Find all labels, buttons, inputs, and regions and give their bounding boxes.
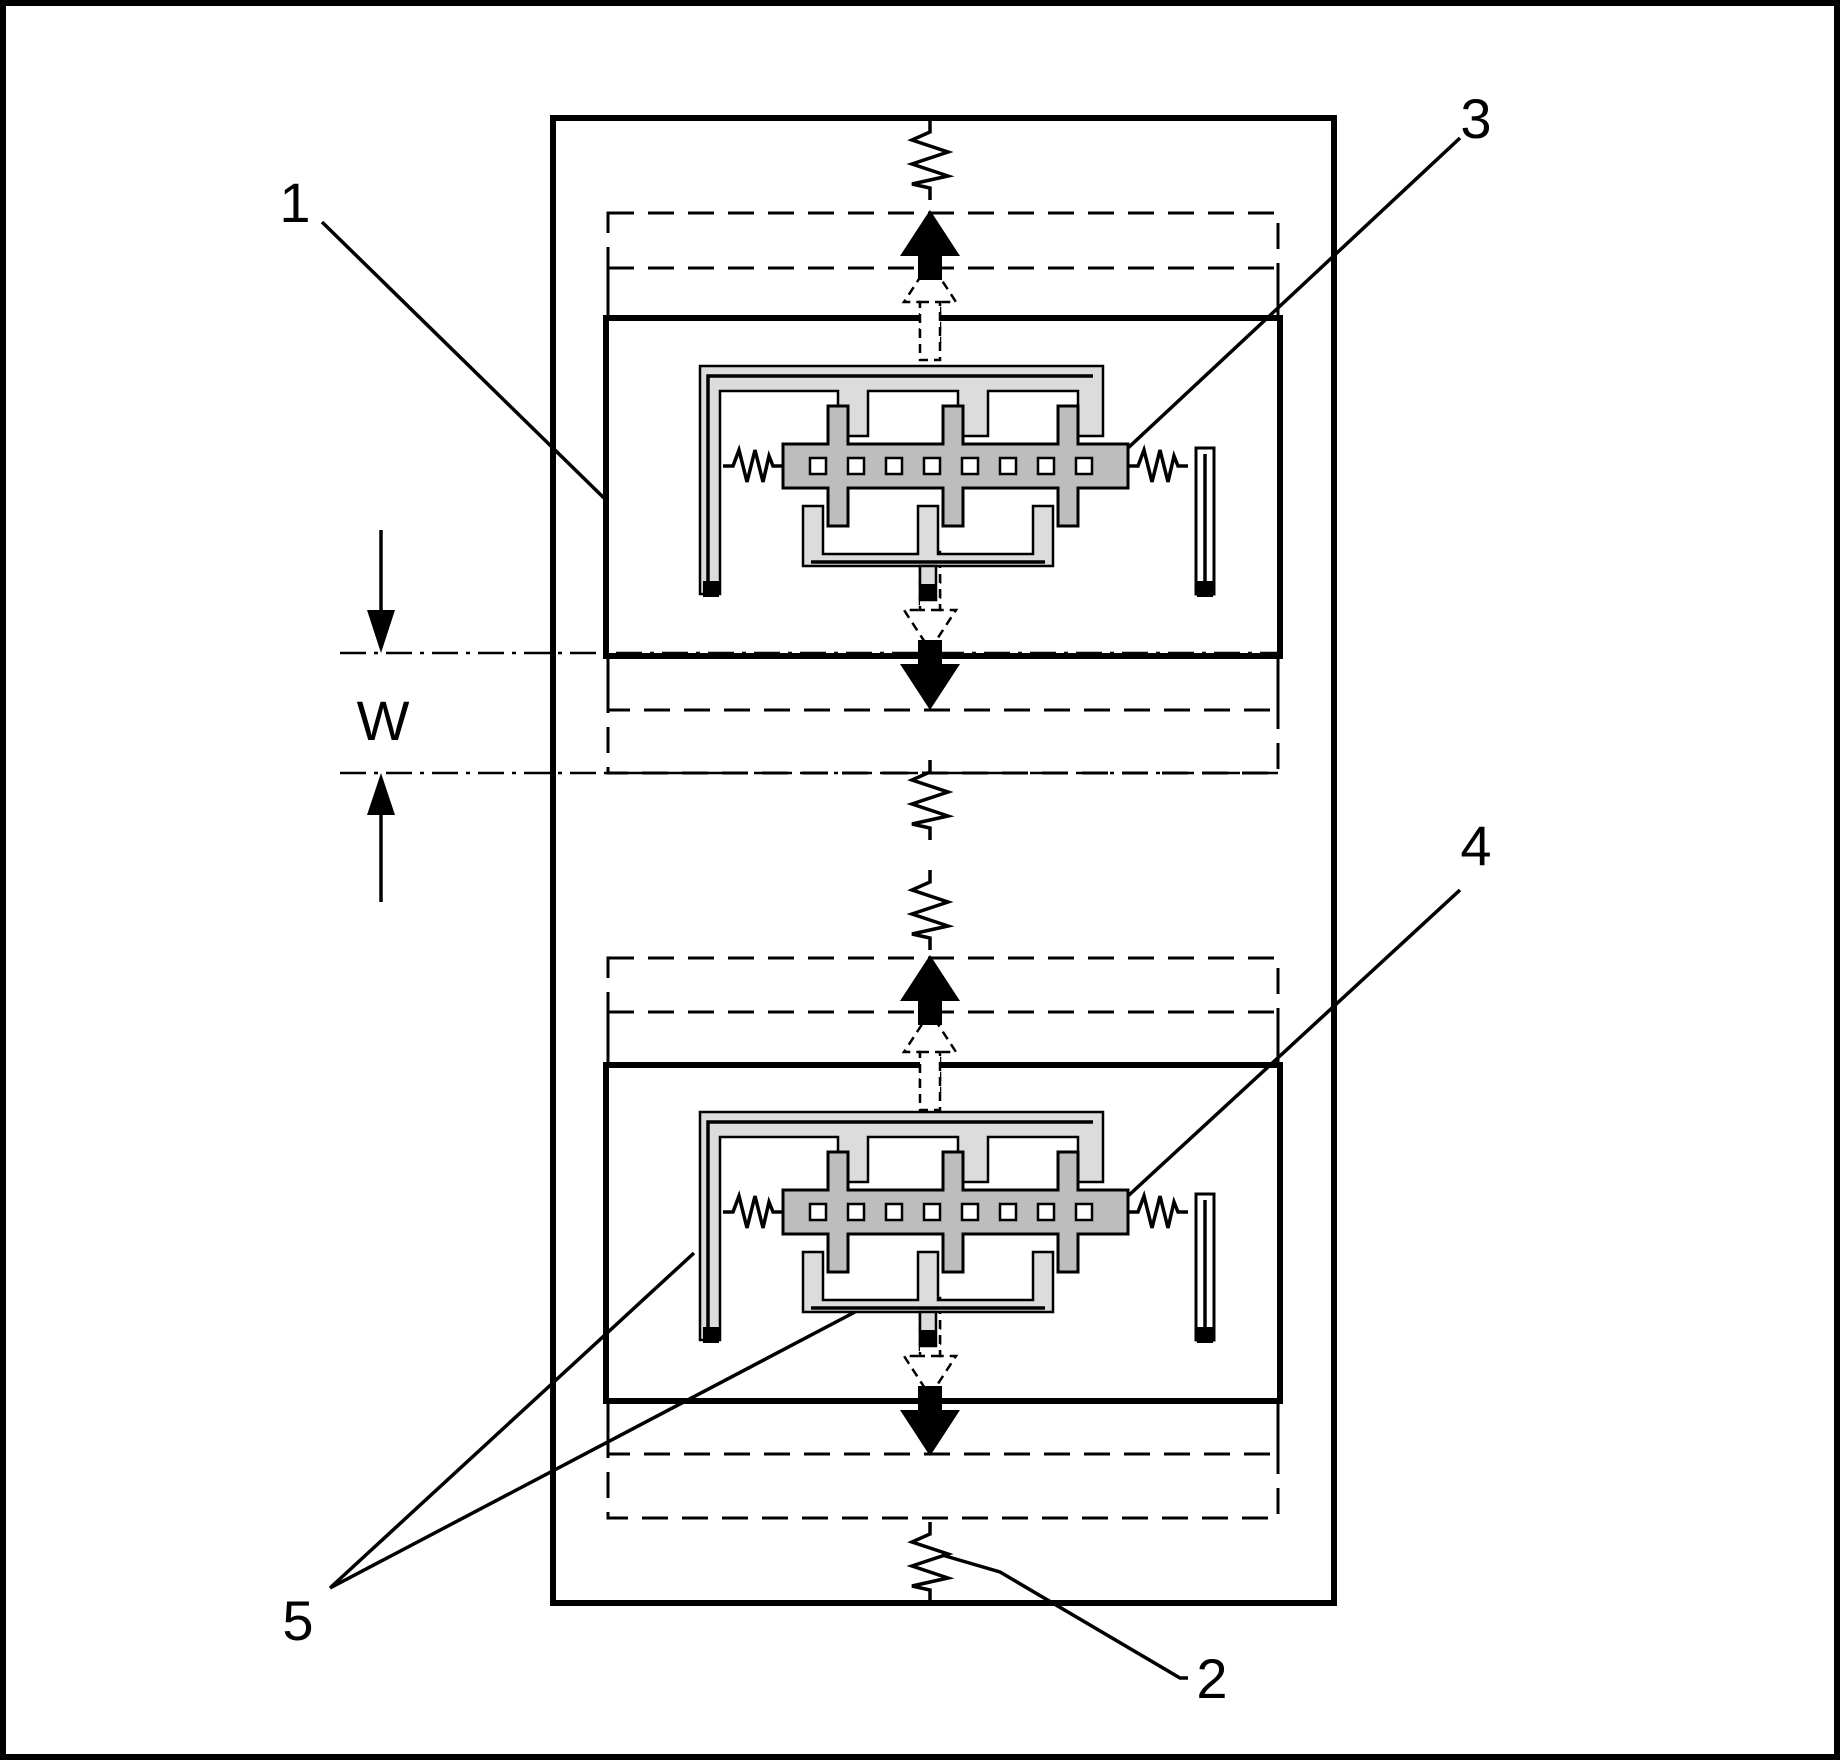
callout-2: 2 [1196, 1647, 1227, 1710]
leader-3 [1126, 136, 1462, 450]
leader-2 [941, 1553, 1188, 1680]
callout-3: 3 [1460, 87, 1491, 150]
leader-5b [329, 1310, 856, 1590]
callout-1: 1 [279, 171, 310, 234]
substrate-frame [550, 115, 1337, 1606]
upper-proof-mass [603, 118, 1283, 842]
w-dimension [340, 530, 1278, 902]
dimension-w-label: W [357, 689, 410, 752]
callout-4: 4 [1460, 814, 1491, 877]
lower-proof-mass [603, 868, 1283, 1604]
leader-4 [1126, 888, 1462, 1198]
callout-5: 5 [282, 1589, 313, 1652]
leader-5a [328, 1251, 696, 1590]
leader-1 [320, 220, 606, 500]
